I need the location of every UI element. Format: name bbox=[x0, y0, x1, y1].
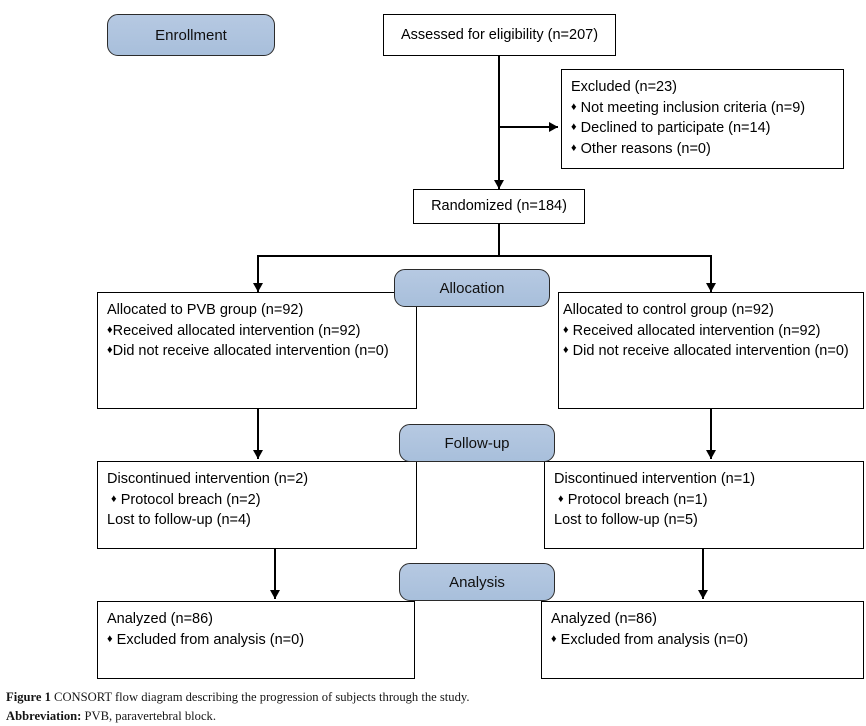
arrowhead-split-right bbox=[706, 283, 716, 292]
connector-randomized-down bbox=[498, 224, 500, 256]
randomized-text: Randomized (n=184) bbox=[431, 198, 567, 215]
stage-label-followup: Follow-up bbox=[444, 434, 510, 452]
arrowhead-alloc-left-to-followup bbox=[253, 450, 263, 459]
allocated-left-item-1-text: Did not receive allocated intervention (… bbox=[112, 343, 389, 360]
stage-pill-allocation: Allocation bbox=[394, 269, 550, 307]
bullet-icon: ♦ bbox=[563, 344, 569, 357]
stage-label-analysis: Analysis bbox=[449, 573, 505, 591]
connector-assessed-to-randomized bbox=[498, 56, 500, 189]
arrowhead-to-excluded bbox=[549, 121, 558, 132]
allocated-left-item-0-text: Received allocated intervention (n=92) bbox=[112, 322, 361, 339]
allocated-right-item-1-text: Did not receive allocated intervention (… bbox=[572, 343, 849, 360]
followup-right-item-0: ♦ Protocol breach (n=1) bbox=[554, 490, 854, 511]
stage-label-allocation: Allocation bbox=[439, 279, 505, 297]
followup-left-footer: Lost to follow-up (n=4) bbox=[107, 512, 251, 529]
connector-split-left-down bbox=[257, 255, 259, 292]
caption-figure-label: Figure 1 bbox=[6, 690, 51, 704]
arrowhead-followup-right-to-analysis bbox=[698, 590, 708, 599]
connector-alloc-left-to-followup bbox=[257, 409, 259, 459]
stage-pill-analysis: Analysis bbox=[399, 563, 555, 601]
excluded-item-1-text: Declined to participate (n=14) bbox=[580, 120, 771, 137]
allocated-left-item-0: ♦Received allocated intervention (n=92) bbox=[107, 321, 407, 342]
analysis-right-title: Analyzed (n=86) bbox=[551, 611, 657, 627]
arrowhead-assessed-to-randomized bbox=[493, 180, 504, 189]
caption-figure-text: CONSORT flow diagram describing the prog… bbox=[54, 690, 470, 704]
analysis-left-title: Analyzed (n=86) bbox=[107, 611, 213, 627]
connector-followup-left-to-analysis bbox=[274, 549, 276, 599]
excluded-title: Excluded (n=23) bbox=[571, 79, 677, 95]
bullet-icon: ♦ bbox=[563, 323, 569, 336]
caption-line-1: Figure 1 CONSORT flow diagram describing… bbox=[6, 688, 860, 707]
analysis-left-item-0-text: Excluded from analysis (n=0) bbox=[116, 631, 305, 648]
analysis-left-item-0: ♦ Excluded from analysis (n=0) bbox=[107, 630, 405, 651]
bullet-icon: ♦ bbox=[111, 492, 117, 505]
excluded-item-2: ♦ Other reasons (n=0) bbox=[571, 139, 834, 160]
arrowhead-alloc-right-to-followup bbox=[706, 450, 716, 459]
box-analysis-pvb: Analyzed (n=86) ♦ Excluded from analysis… bbox=[97, 601, 415, 679]
excluded-item-0: ♦ Not meeting inclusion criteria (n=9) bbox=[571, 98, 834, 119]
followup-right-item-0-text: Protocol breach (n=1) bbox=[567, 491, 708, 508]
bullet-icon: ♦ bbox=[571, 100, 577, 113]
analysis-right-item-0: ♦ Excluded from analysis (n=0) bbox=[551, 630, 854, 651]
figure-caption: Figure 1 CONSORT flow diagram describing… bbox=[6, 688, 860, 726]
bullet-icon: ♦ bbox=[571, 141, 577, 154]
arrowhead-followup-left-to-analysis bbox=[270, 590, 280, 599]
bullet-icon: ♦ bbox=[107, 323, 113, 336]
followup-left-item-0-text: Protocol breach (n=2) bbox=[120, 491, 261, 508]
arrowhead-split-left bbox=[253, 283, 263, 292]
box-excluded: Excluded (n=23) ♦ Not meeting inclusion … bbox=[561, 69, 844, 169]
box-followup-control: Discontinued intervention (n=1) ♦ Protoc… bbox=[544, 461, 864, 549]
box-followup-pvb: Discontinued intervention (n=2) ♦ Protoc… bbox=[97, 461, 417, 549]
connector-alloc-right-to-followup bbox=[710, 409, 712, 459]
followup-left-title: Discontinued intervention (n=2) bbox=[107, 471, 309, 487]
connector-to-excluded bbox=[498, 126, 558, 128]
box-analysis-control: Analyzed (n=86) ♦ Excluded from analysis… bbox=[541, 601, 864, 679]
stage-pill-enrollment: Enrollment bbox=[107, 14, 275, 56]
allocated-left-item-1: ♦Did not receive allocated intervention … bbox=[107, 341, 407, 362]
bullet-icon: ♦ bbox=[107, 632, 113, 645]
followup-right-footer: Lost to follow-up (n=5) bbox=[554, 512, 698, 529]
allocated-right-item-0-text: Received allocated intervention (n=92) bbox=[572, 322, 821, 339]
caption-abbrev-text: PVB, paravertebral block. bbox=[84, 709, 217, 724]
allocated-right-title: Allocated to control group (n=92) bbox=[563, 302, 774, 318]
connector-followup-right-to-analysis bbox=[702, 549, 704, 599]
box-assessed-for-eligibility: Assessed for eligibility (n=207) bbox=[383, 14, 616, 56]
analysis-right-item-0-text: Excluded from analysis (n=0) bbox=[560, 631, 749, 648]
allocated-right-item-1: ♦ Did not receive allocated intervention… bbox=[563, 341, 854, 362]
followup-left-item-0: ♦ Protocol breach (n=2) bbox=[107, 490, 407, 511]
excluded-item-2-text: Other reasons (n=0) bbox=[580, 140, 711, 157]
excluded-item-0-text: Not meeting inclusion criteria (n=9) bbox=[580, 99, 806, 116]
connector-allocation-split bbox=[258, 255, 712, 257]
box-allocated-pvb: Allocated to PVB group (n=92) ♦Received … bbox=[97, 292, 417, 409]
stage-pill-followup: Follow-up bbox=[399, 424, 555, 462]
allocated-right-item-0: ♦ Received allocated intervention (n=92) bbox=[563, 321, 854, 342]
box-allocated-control: Allocated to control group (n=92) ♦ Rece… bbox=[558, 292, 864, 409]
allocated-left-title: Allocated to PVB group (n=92) bbox=[107, 302, 304, 318]
connector-split-right-down bbox=[710, 255, 712, 292]
bullet-icon: ♦ bbox=[551, 632, 557, 645]
assessed-text: Assessed for eligibility (n=207) bbox=[400, 26, 599, 43]
stage-label-enrollment: Enrollment bbox=[155, 26, 227, 44]
bullet-icon: ♦ bbox=[107, 344, 113, 357]
excluded-item-1: ♦ Declined to participate (n=14) bbox=[571, 118, 834, 139]
box-randomized: Randomized (n=184) bbox=[413, 189, 585, 224]
bullet-icon: ♦ bbox=[571, 121, 577, 134]
bullet-icon: ♦ bbox=[558, 492, 564, 505]
caption-line-2: Abbreviation: PVB, paravertebral block. bbox=[6, 707, 860, 726]
caption-abbrev-label: Abbreviation: bbox=[6, 709, 82, 724]
followup-right-title: Discontinued intervention (n=1) bbox=[554, 471, 756, 487]
